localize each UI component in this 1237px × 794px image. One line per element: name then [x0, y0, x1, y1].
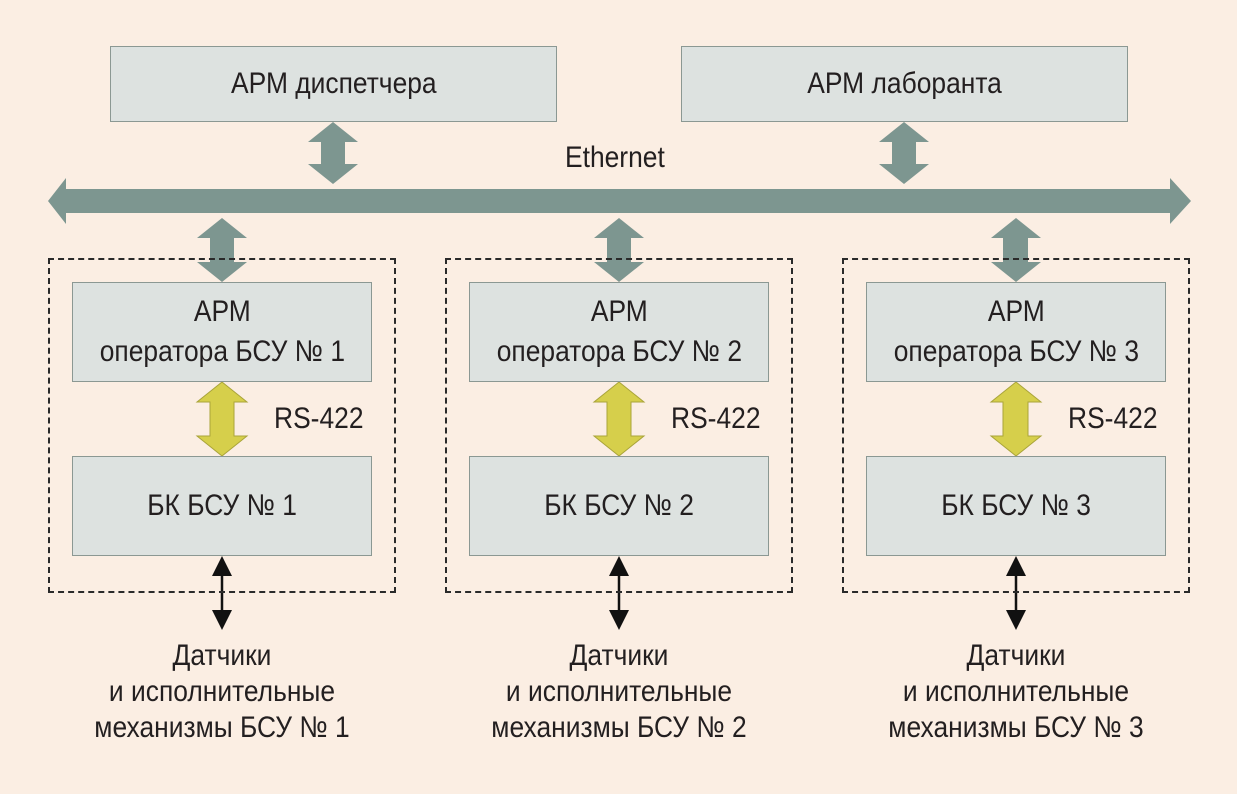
unit1-operator-workstation: АРМ оператора БСУ № 1 — [72, 282, 372, 382]
lab-link-arrow — [879, 122, 929, 184]
unit1-operator-line2: оператора БСУ № 1 — [99, 335, 345, 368]
unit1-bk-label: БК БСУ № 1 — [147, 489, 297, 522]
unit1-sensors-caption: Датчики и исполнительные механизмы БСУ №… — [94, 639, 350, 744]
unit2-bk-label: БК БСУ № 2 — [544, 489, 694, 522]
unit3-group — [842, 258, 1190, 593]
dispatcher-workstation: АРМ диспетчера — [110, 46, 557, 122]
unit2-operator-line2: оператора БСУ № 2 — [496, 335, 742, 368]
unit3-bk: БК БСУ № 3 — [866, 456, 1166, 556]
unit1-bk: БК БСУ № 1 — [72, 456, 372, 556]
unit3-bk-label: БК БСУ № 3 — [941, 489, 1091, 522]
unit2-sensor-arrow — [609, 556, 629, 630]
unit1-group — [48, 258, 396, 593]
unit1-operator-line1: АРМ — [193, 295, 251, 328]
unit3-operator-line1: АРМ — [987, 295, 1045, 328]
lab-workstation: АРМ лаборанта — [681, 46, 1128, 122]
dispatcher-link-arrow — [308, 122, 358, 184]
ethernet-label: Ethernet — [565, 141, 665, 174]
unit3-rs422-label: RS-422 — [1068, 402, 1158, 435]
unit2-bus-arrow — [594, 218, 644, 282]
ethernet-bus-arrow — [48, 178, 1191, 224]
unit2-group — [445, 258, 793, 593]
dispatcher-label: АРМ диспетчера — [230, 67, 437, 100]
unit2-operator-workstation: АРМ оператора БСУ № 2 — [469, 282, 769, 382]
unit2-operator-line1: АРМ — [590, 295, 648, 328]
unit3-sensor-arrow — [1006, 556, 1026, 630]
unit1-rs422-label: RS-422 — [274, 402, 364, 435]
unit3-operator-line2: оператора БСУ № 3 — [893, 335, 1139, 368]
lab-label: АРМ лаборанта — [807, 67, 1002, 100]
unit2-bk: БК БСУ № 2 — [469, 456, 769, 556]
unit3-operator-workstation: АРМ оператора БСУ № 3 — [866, 282, 1166, 382]
unit1-bus-arrow — [197, 218, 247, 282]
unit3-bus-arrow — [991, 218, 1041, 282]
unit2-rs422-label: RS-422 — [671, 402, 761, 435]
unit3-sensors-caption: Датчики и исполнительные механизмы БСУ №… — [888, 639, 1144, 744]
unit2-sensors-caption: Датчики и исполнительные механизмы БСУ №… — [491, 639, 747, 744]
unit1-sensor-arrow — [212, 556, 232, 630]
